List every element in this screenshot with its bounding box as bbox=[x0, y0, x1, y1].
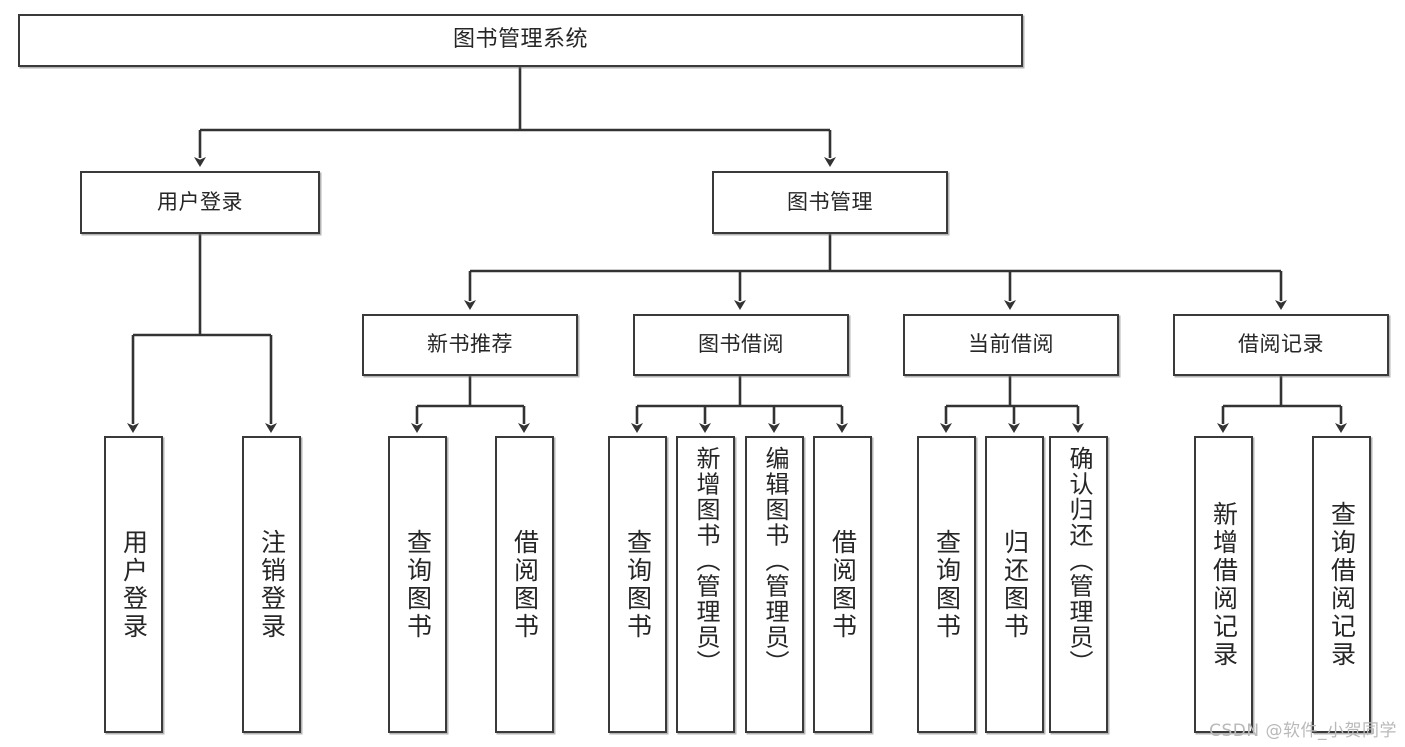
node-borrow-record[interactable]: 借阅记录 bbox=[1173, 314, 1389, 376]
node-label: 新增借阅记录 bbox=[1209, 500, 1239, 669]
node-book-management[interactable]: 图书管理 bbox=[712, 171, 948, 234]
node-label: 当前借阅 bbox=[968, 332, 1054, 357]
node-book-borrow[interactable]: 图书借阅 bbox=[633, 314, 849, 376]
node-new-book-recommend[interactable]: 新书推荐 bbox=[362, 314, 578, 376]
node-current-borrow[interactable]: 当前借阅 bbox=[903, 314, 1119, 376]
node-label: 新书推荐 bbox=[427, 332, 513, 357]
node-label: 借阅图书 bbox=[510, 528, 540, 641]
leaf-new-book-borrow[interactable]: 借阅图书 bbox=[495, 436, 554, 733]
node-label: 查询借阅记录 bbox=[1327, 500, 1357, 669]
node-label: 确认归还（管理员） bbox=[1064, 446, 1093, 676]
node-label: 图书借阅 bbox=[698, 332, 784, 357]
leaf-user-login-logout[interactable]: 注销登录 bbox=[242, 436, 301, 733]
leaf-book-borrow-add[interactable]: 新增图书（管理员） bbox=[676, 436, 735, 733]
node-label: 新增图书（管理员） bbox=[691, 446, 720, 676]
leaf-book-borrow-edit[interactable]: 编辑图书（管理员） bbox=[745, 436, 804, 733]
node-user-login[interactable]: 用户登录 bbox=[80, 171, 320, 234]
leaf-borrow-record-add[interactable]: 新增借阅记录 bbox=[1194, 436, 1253, 733]
leaf-current-borrow-query[interactable]: 查询图书 bbox=[917, 436, 976, 733]
node-label: 图书管理系统 bbox=[452, 27, 588, 53]
node-label: 归还图书 bbox=[1000, 528, 1030, 641]
leaf-new-book-query[interactable]: 查询图书 bbox=[388, 436, 447, 733]
node-root-system[interactable]: 图书管理系统 bbox=[18, 14, 1023, 67]
node-label: 查询图书 bbox=[932, 528, 962, 641]
node-label: 图书管理 bbox=[787, 189, 873, 214]
leaf-book-borrow-query[interactable]: 查询图书 bbox=[608, 436, 667, 733]
node-label: 用户登录 bbox=[157, 189, 243, 214]
node-label: 查询图书 bbox=[403, 528, 433, 641]
leaf-current-borrow-return[interactable]: 归还图书 bbox=[985, 436, 1044, 733]
leaf-current-borrow-confirm-return[interactable]: 确认归还（管理员） bbox=[1049, 436, 1108, 733]
leaf-borrow-record-query[interactable]: 查询借阅记录 bbox=[1312, 436, 1371, 733]
node-label: 编辑图书（管理员） bbox=[760, 446, 789, 676]
node-label: 借阅图书 bbox=[828, 528, 858, 641]
node-label: 用户登录 bbox=[119, 528, 149, 641]
leaf-book-borrow-borrow[interactable]: 借阅图书 bbox=[813, 436, 872, 733]
node-label: 注销登录 bbox=[257, 528, 287, 641]
node-label: 借阅记录 bbox=[1238, 332, 1324, 357]
leaf-user-login-login[interactable]: 用户登录 bbox=[104, 436, 163, 733]
node-label: 查询图书 bbox=[623, 528, 653, 641]
